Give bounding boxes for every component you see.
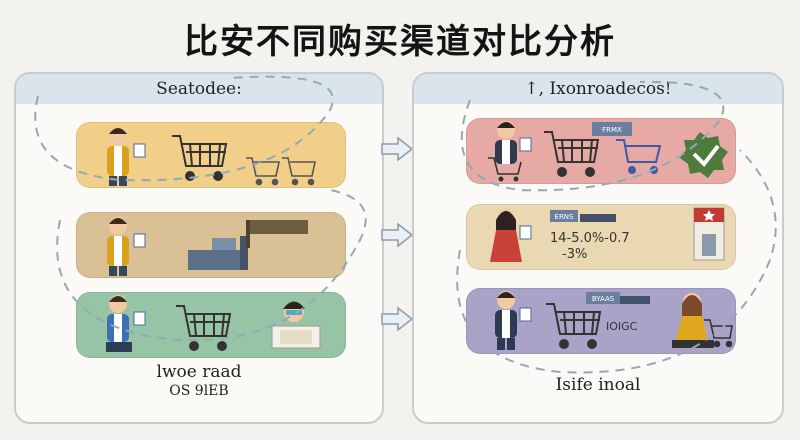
arrow-right-icon (381, 222, 414, 248)
reader-person-icon (271, 301, 321, 349)
shopper-person-icon (488, 121, 532, 182)
sign-board-icon: BYAAS (586, 292, 650, 304)
left-card-2 (76, 212, 346, 278)
sign-board-icon: FRMX (592, 122, 632, 136)
badge-icon (680, 132, 728, 178)
left-footer-line-1: lwoe raad (156, 362, 242, 382)
left-card-3 (76, 292, 346, 358)
left-card-1 (76, 122, 346, 188)
left-footer-line-2: OS 9lEB (169, 383, 229, 399)
right-card-2: ERNS 14-5.0%-0.7 -3% (466, 204, 736, 270)
right-panel-header: ↑, Ixonroadecos! (414, 74, 782, 104)
store-building-icon (693, 207, 725, 261)
right-card-2-sign: ERNS (555, 213, 575, 221)
arrow-right-icon (381, 306, 414, 332)
right-panel-footer: Isife inoal (555, 375, 641, 395)
cart-icon (176, 305, 232, 351)
right-panel: ↑, Ixonroadecos! FRMX (412, 72, 784, 424)
right-card-3-text: IOIGC (606, 320, 638, 333)
right-card-2-stat-1: 14-5.0%-0.7 (550, 231, 630, 246)
right-card-1-sign: FRMX (602, 126, 622, 134)
cart-icon (544, 131, 600, 177)
right-card-2-stat-2: -3% (562, 247, 587, 262)
arrow-right-icon (381, 136, 414, 162)
cart-icon (546, 303, 602, 349)
sign-board-icon: ERNS (550, 210, 616, 222)
store-shelf-icon (188, 220, 308, 270)
cart-icon (172, 135, 228, 181)
right-card-1: FRMX (466, 118, 736, 184)
blue-cart-icon (616, 139, 662, 174)
shopper-person-icon (107, 127, 146, 186)
shopper-woman-icon (490, 209, 532, 262)
right-card-3-sign: BYAAS (592, 295, 615, 303)
shopper-person-icon (106, 295, 146, 352)
right-card-3: BYAAS IOIGC (466, 288, 736, 354)
small-cart-icon (246, 157, 316, 186)
left-panel-footer: lwoe raad OS 9lEB (16, 364, 382, 400)
left-panel: Seatodee: (14, 72, 384, 424)
page-title: 比安不同购买渠道对比分析 (184, 22, 616, 62)
left-panel-header: Seatodee: (16, 74, 382, 104)
shopper-person-icon (495, 291, 532, 350)
shopper-person-icon (107, 217, 146, 276)
